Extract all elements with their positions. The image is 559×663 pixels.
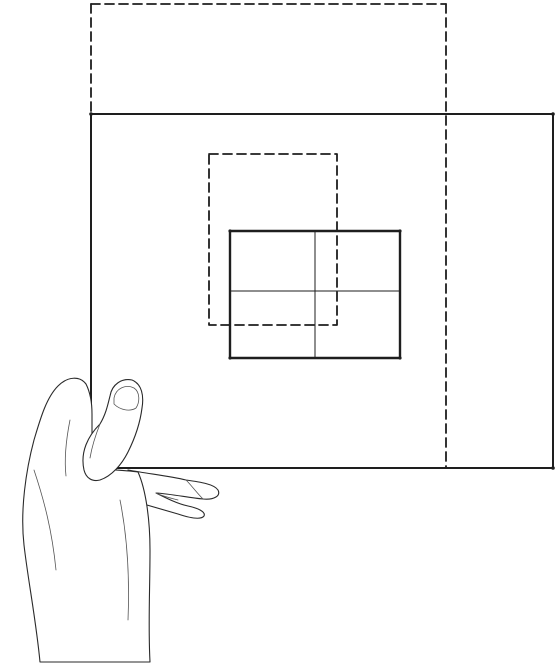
inner-dashed-rectangle (209, 154, 337, 325)
inner-corner-bottom-left (228, 356, 231, 359)
inner-corner-top-right (398, 229, 401, 232)
inner-solid-rectangle (228, 229, 401, 359)
sheet-corner-top-left (89, 112, 93, 116)
inner-corner-top-left (228, 229, 231, 232)
outer-dashed-frame (91, 4, 446, 468)
hand (23, 378, 219, 662)
inner-dashed-border (209, 154, 337, 325)
sheet-corner-bottom-right (551, 466, 555, 470)
inner-corner-bottom-right (398, 356, 401, 359)
sheet-corner-top-right (551, 112, 555, 116)
